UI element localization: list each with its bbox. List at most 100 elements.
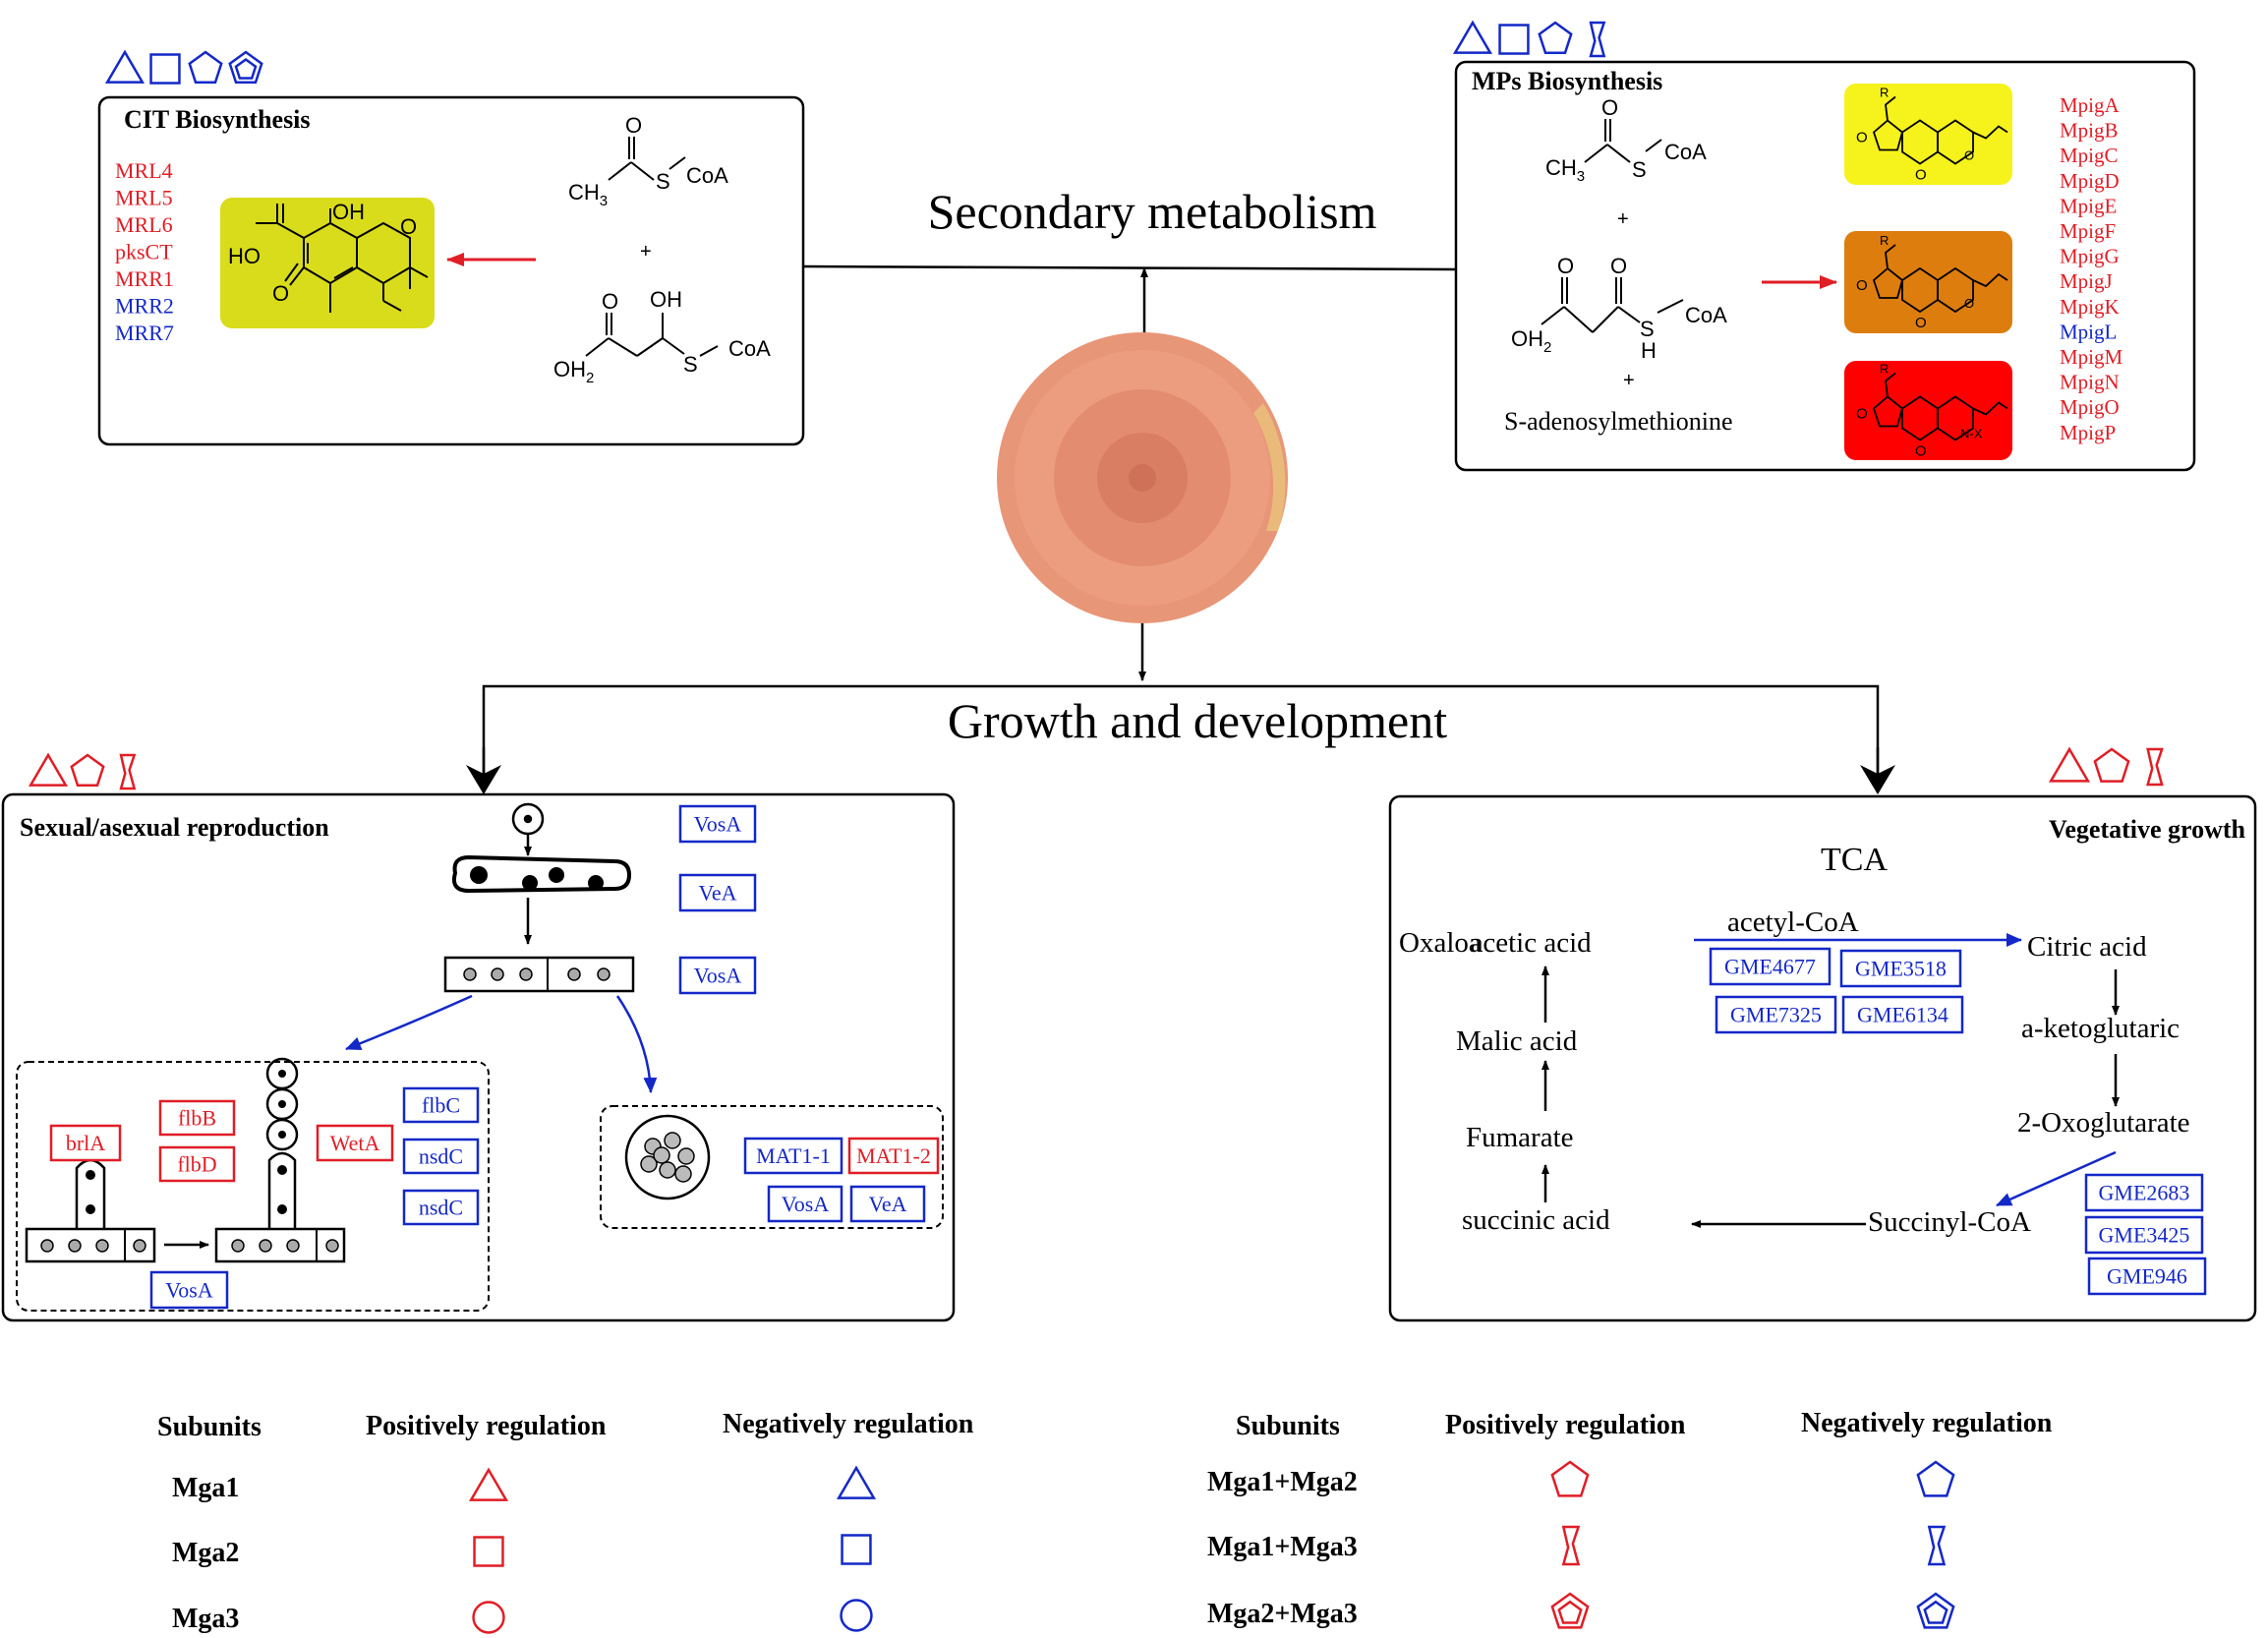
cit-mps-link-line bbox=[802, 264, 1456, 271]
legend-subunit-mga1: Mga1 bbox=[172, 1473, 239, 1503]
reproduction-zigzag-icon bbox=[119, 753, 137, 790]
mps-gene-mpigj: MpigJ bbox=[2060, 269, 2113, 293]
cit-regulation-shapes bbox=[104, 49, 263, 85]
acetyl-coa-label: acetyl-CoA bbox=[1727, 907, 1859, 938]
conidiophore-young-icon bbox=[25, 1158, 156, 1263]
reproduction-regulation-shapes bbox=[28, 752, 137, 790]
cit-pentagon-icon bbox=[188, 50, 223, 85]
red-pigment-nx-label: N-X bbox=[1960, 427, 1983, 441]
svg-text:nsdC: nsdC bbox=[419, 1196, 463, 1220]
legend-negative-pentagon-ring-icon bbox=[1916, 1592, 1955, 1629]
legend-positive-zigzag-icon bbox=[1561, 1525, 1581, 1566]
svg-text:VosA: VosA bbox=[165, 1278, 213, 1303]
mps-acetyl-s-label: S bbox=[1632, 157, 1647, 182]
yellow-pigment-r-label: R bbox=[1880, 86, 1889, 100]
vegetative-pentagon-icon bbox=[2093, 747, 2130, 783]
legend-negative-zigzag-icon bbox=[1927, 1525, 1947, 1566]
cit-gene-mrr2: MRR2 bbox=[115, 294, 174, 319]
acetyl-coa-structure bbox=[608, 137, 686, 181]
asexual-gene-brla: brlA bbox=[49, 1124, 122, 1162]
citrinin-o-label: O bbox=[272, 281, 289, 306]
gme-gme4677: GME4677 bbox=[1709, 947, 1832, 986]
yellow-pigment-ring-o-label: O bbox=[1964, 148, 1974, 163]
yellow-pigment-o-label: O bbox=[1856, 130, 1868, 146]
svg-text:GME4677: GME4677 bbox=[1724, 955, 1816, 979]
asexual-gene-nsdc-2: nsdC bbox=[402, 1189, 480, 1226]
cit-square-icon bbox=[149, 53, 181, 85]
svg-text:flbC: flbC bbox=[422, 1093, 460, 1118]
sexual-gene-mat1-1-0: MAT1-1 bbox=[743, 1137, 843, 1175]
secondary-metabolism-title: Secondary metabolism bbox=[928, 184, 1377, 239]
asexual-gene-vosa: VosA bbox=[149, 1270, 229, 1310]
fungal-colony-image bbox=[997, 332, 1288, 623]
citrinin-structure-highlight bbox=[220, 198, 435, 328]
vegetative-regulation-shapes bbox=[2048, 746, 2164, 787]
mps-triangle-icon bbox=[1452, 20, 1493, 54]
mps-gene-mpigc: MpigC bbox=[2060, 144, 2119, 167]
mps-plus-sign-2: + bbox=[1623, 370, 1635, 391]
legend-positive-circle-icon bbox=[472, 1601, 505, 1634]
mps-gene-mpigg: MpigG bbox=[2060, 245, 2120, 268]
cit-title: CIT Biosynthesis bbox=[124, 105, 311, 134]
mps-malonyl-coa-structure bbox=[1541, 277, 1684, 333]
orange-pigment-r-label: R bbox=[1880, 233, 1889, 248]
svg-text:VosA: VosA bbox=[694, 964, 742, 988]
sexual-gene-mat1-2-1: MAT1-2 bbox=[847, 1137, 940, 1175]
malonyl-o-label: O bbox=[602, 289, 618, 314]
cit-gene-pksct: pksCT bbox=[115, 240, 173, 264]
mps-malonyl-o2-label: O bbox=[1610, 254, 1627, 278]
svg-text:nsdC: nsdC bbox=[419, 1144, 463, 1169]
citrinin-oh-label: OH bbox=[332, 200, 365, 224]
asexual-subbox bbox=[16, 1061, 490, 1312]
svg-text:MAT1-1: MAT1-1 bbox=[756, 1143, 831, 1168]
legend-negative-triangle-icon bbox=[836, 1465, 877, 1499]
sexual-pathway-arrow bbox=[615, 995, 658, 1093]
reproduction-label-vosa-2: VosA bbox=[678, 956, 757, 995]
orange-pigment-ring-o-label: O bbox=[1964, 296, 1974, 311]
mps-gene-mpiga: MpigA bbox=[2060, 93, 2121, 117]
svg-text:GME7325: GME7325 bbox=[1730, 1003, 1822, 1027]
svg-text:VosA: VosA bbox=[694, 812, 742, 837]
cit-gene-mrr1: MRR1 bbox=[115, 266, 174, 291]
legend-positive-pentagon-ring-icon bbox=[1550, 1592, 1590, 1629]
septate-hypha-icon bbox=[443, 956, 635, 993]
cit-gene-mrl4: MRL4 bbox=[115, 158, 173, 183]
legend-left-negative-header: Negatively regulation bbox=[723, 1409, 974, 1439]
legend-right-negative-header: Negatively regulation bbox=[1801, 1408, 2053, 1438]
mps-malonyl-oh2-label: OH2 bbox=[1511, 326, 1551, 356]
mps-gene-mpigl: MpigL bbox=[2060, 320, 2117, 343]
malonyl-coa-label: CoA bbox=[728, 336, 771, 361]
oxaloacetic-acid-label: Oxaloacetic acid bbox=[1399, 927, 1592, 959]
legend-positive-triangle-icon bbox=[468, 1467, 509, 1501]
sexual-gene-vosa-2: VosA bbox=[767, 1185, 843, 1223]
legend-left-subunits-header: Subunits bbox=[157, 1412, 262, 1442]
svg-text:GME3425: GME3425 bbox=[2099, 1223, 2190, 1248]
fumarate-label: Fumarate bbox=[1466, 1122, 1574, 1153]
malonyl-coa-structure bbox=[585, 313, 719, 357]
citrinin-ho-label: HO bbox=[228, 244, 261, 268]
tca-label: TCA bbox=[1821, 842, 1888, 878]
red-pigment-carbonyl-o-label: O bbox=[1915, 443, 1927, 460]
vegetative-growth-panel: Vegetative growth TCA Oxaloacetic acid a… bbox=[1388, 746, 2257, 1322]
mps-title: MPs Biosynthesis bbox=[1472, 67, 1662, 95]
legend-negative-circle-icon bbox=[840, 1599, 873, 1632]
reproduction-box bbox=[1, 792, 956, 1322]
cit-box bbox=[97, 95, 805, 446]
orange-pigment-carbonyl-o-label: O bbox=[1915, 315, 1927, 331]
gme-gme7325: GME7325 bbox=[1715, 995, 1837, 1034]
svg-text:brlA: brlA bbox=[66, 1131, 105, 1155]
malonyl-s-label: S bbox=[683, 352, 698, 377]
asexual-gene-nsdc-1: nsdC bbox=[402, 1138, 480, 1175]
asexual-gene-weta: WetA bbox=[316, 1124, 394, 1162]
gme-gme946: GME946 bbox=[2087, 1257, 2207, 1296]
legend-positive-square-icon bbox=[473, 1536, 504, 1567]
svg-text:GME3518: GME3518 bbox=[1855, 957, 1947, 981]
